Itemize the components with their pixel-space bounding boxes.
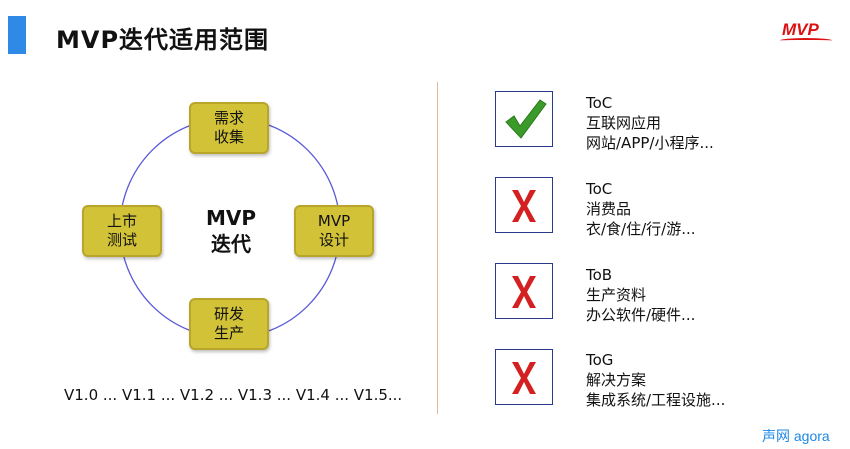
scope-item-4-category: ToG xyxy=(586,351,614,369)
scope-item-1-examples: 网站/APP/小程序... xyxy=(586,134,714,152)
scope-item-1-type: 互联网应用 xyxy=(586,114,662,132)
scope-item-4-examples: 集成系统/工程设施... xyxy=(586,391,726,409)
status-box-check xyxy=(495,91,553,147)
scope-item-2-type: 消费品 xyxy=(586,200,632,218)
scope-item-3-type: 生产资料 xyxy=(586,286,647,304)
scope-item-3-category: ToB xyxy=(586,266,613,284)
page-title: MVP迭代适用范围 xyxy=(56,26,270,54)
scope-item-4-type: 解决方案 xyxy=(586,371,647,389)
version-sequence: V1.0 ... V1.1 ... V1.2 ... V1.3 ... V1.4… xyxy=(64,386,403,404)
cross-icon xyxy=(512,276,536,308)
scope-item-1: ToC 互联网应用 网站/APP/小程序... xyxy=(586,93,714,153)
cycle-node-requirements: 需求 收集 xyxy=(189,102,269,154)
scope-item-2-examples: 衣/食/住/行/游... xyxy=(586,220,696,238)
cycle-node-design: MVP 设计 xyxy=(294,205,374,257)
scope-item-3-examples: 办公软件/硬件... xyxy=(586,306,696,324)
brand-logo-swoosh xyxy=(780,38,832,43)
mvp-brand-logo: MVP xyxy=(782,20,819,39)
status-box-cross xyxy=(495,263,553,319)
cross-icon xyxy=(512,190,536,222)
scope-item-2-category: ToC xyxy=(586,180,613,198)
check-icon xyxy=(505,99,547,139)
vertical-divider xyxy=(437,82,438,414)
scope-item-3: ToB 生产资料 办公软件/硬件... xyxy=(586,265,695,325)
scope-item-1-category: ToC xyxy=(586,94,613,112)
agora-logo: 声网 agora xyxy=(762,428,830,444)
cycle-node-production: 研发 生产 xyxy=(189,298,269,350)
cycle-node-market-test: 上市 测试 xyxy=(82,205,162,257)
scope-item-2: ToC 消费品 衣/食/住/行/游... xyxy=(586,179,696,239)
scope-item-4: ToG 解决方案 集成系统/工程设施... xyxy=(586,350,725,410)
cycle-center-label: MVP 迭代 xyxy=(205,206,257,256)
cross-icon xyxy=(512,362,536,394)
status-box-cross xyxy=(495,349,553,405)
title-accent-bar xyxy=(8,16,26,54)
status-box-cross xyxy=(495,177,553,233)
